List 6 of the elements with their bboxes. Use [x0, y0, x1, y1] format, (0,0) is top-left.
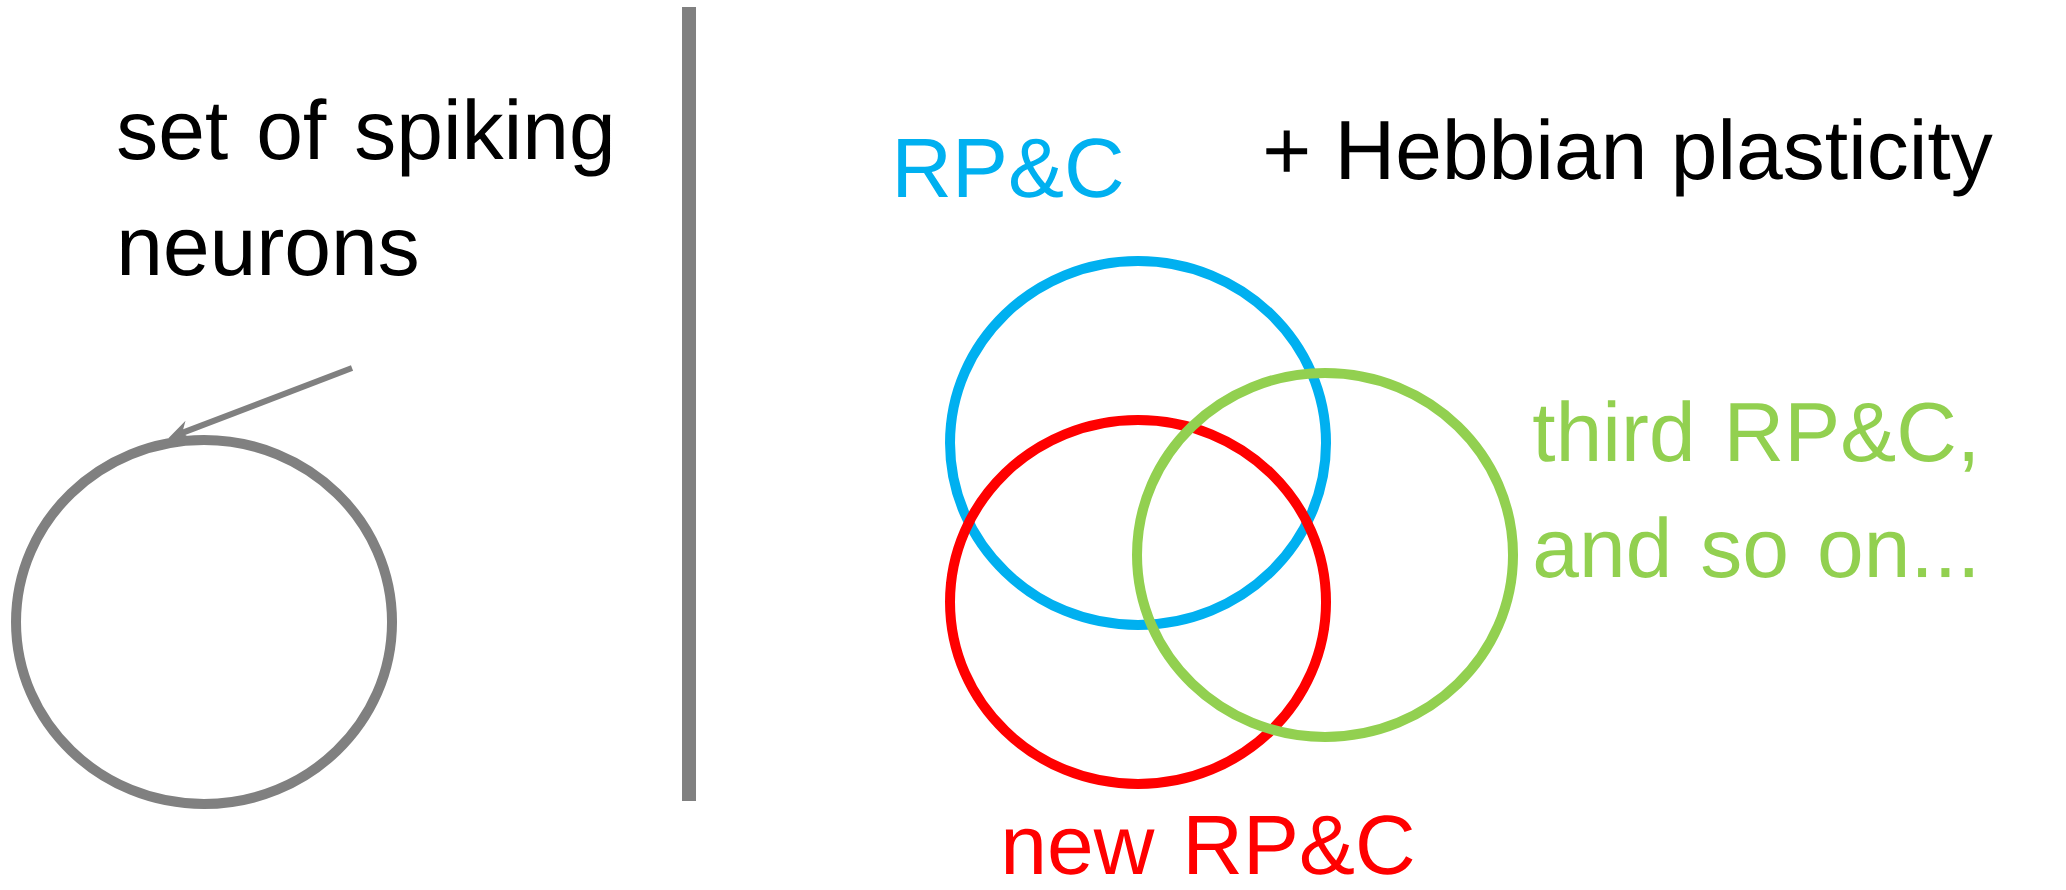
node-label: new RP&C [1005, 815, 1413, 875]
node-label: third RP&C, and so on... [1533, 400, 1973, 578]
node-label: set of spiking neurons [118, 98, 611, 276]
ring [11, 435, 397, 809]
plasticity-label: + Hebbian plasticity [1266, 118, 1993, 197]
node-label: RP&C [898, 138, 1122, 198]
